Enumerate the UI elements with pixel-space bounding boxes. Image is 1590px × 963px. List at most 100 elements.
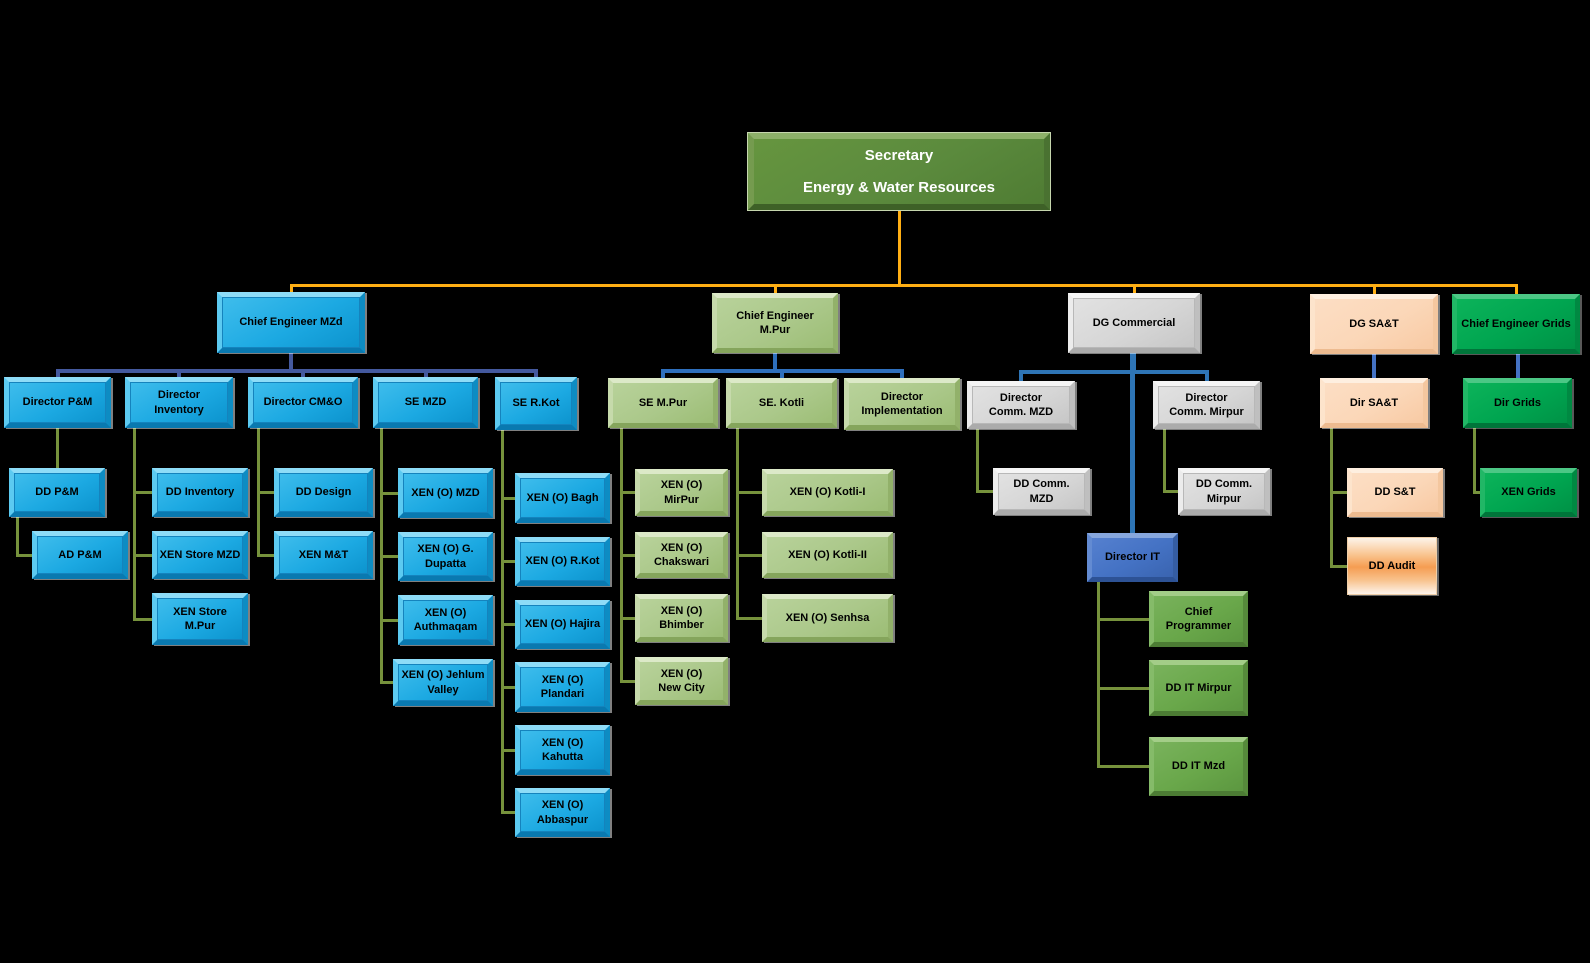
connector-line (1472, 428, 1476, 494)
connector-line (1372, 284, 1376, 294)
connector-line (500, 496, 515, 500)
node-xen-o-hajira: XEN (O) Hajira (515, 600, 610, 649)
node-dir-grids: Dir Grids (1463, 378, 1572, 428)
connector-line (55, 369, 538, 373)
node-xen-mt: XEN M&T (274, 531, 373, 579)
node-dd-it-mirpur: DD IT Mirpur (1149, 660, 1248, 716)
connector-line (1096, 617, 1149, 621)
connector-line (779, 369, 784, 378)
node-dd-it-mzd: DD IT Mzd (1149, 737, 1248, 796)
connector-line (619, 616, 635, 620)
connector-line (1019, 370, 1023, 381)
connector-line (423, 369, 428, 377)
node-dg-comm: DG Commercial (1068, 293, 1200, 353)
connector-line (500, 685, 515, 689)
node-xen-o-newcity: XEN (O) New City (635, 657, 728, 705)
node-xen-store-mpur: XEN Store M.Pur (152, 593, 248, 645)
connector-line (1329, 491, 1347, 494)
node-xen-o-gdupatta: XEN (O) G. Dupatta (398, 532, 493, 581)
node-xen-o-bagh: XEN (O) Bagh (515, 473, 610, 523)
connector-line (289, 284, 293, 292)
node-xen-o-chakswari: XEN (O) Chakswari (635, 532, 728, 578)
connector-line (500, 748, 515, 752)
node-xen-o-kahutta: XEN (O) Kahutta (515, 725, 610, 775)
connector-line (500, 430, 504, 814)
node-xen-o-plandari: XEN (O) Plandari (515, 662, 610, 712)
node-dir-cmo: Director CM&O (248, 377, 358, 428)
connector-line (735, 553, 762, 557)
node-dir-comm-mzd: Director Comm. MZD (967, 381, 1075, 429)
node-director-it: Director IT (1087, 533, 1178, 582)
connector-line (1019, 370, 1209, 374)
connector-line (1329, 564, 1347, 568)
node-dir-inv: Director Inventory (125, 377, 233, 428)
node-dir-comm-mirpur: Director Comm. Mirpur (1153, 381, 1260, 429)
node-dd-comm-mirpur: DD Comm. Mirpur (1178, 468, 1270, 515)
node-xen-store-mzd: XEN Store MZD (152, 531, 248, 579)
node-chief-prog: Chief Programmer (1149, 591, 1248, 647)
connector-line (1515, 354, 1520, 378)
node-xen-o-senhsa: XEN (O) Senhsa (762, 594, 893, 642)
node-xen-grids: XEN Grids (1480, 468, 1577, 517)
connector-line (735, 491, 762, 494)
connector-line (379, 681, 393, 684)
node-ce-grids: Chief Engineer Grids (1452, 294, 1580, 354)
connector-line (55, 369, 60, 377)
connector-line (975, 490, 993, 493)
connector-line (534, 369, 538, 377)
connector-line (619, 679, 635, 683)
connector-line (177, 369, 181, 377)
connector-line (735, 616, 762, 620)
node-xen-o-kotli2: XEN (O) Kotli-II (762, 532, 893, 578)
node-se-mpur: SE M.Pur (608, 378, 718, 428)
connector-line (1472, 491, 1480, 494)
connector-line (500, 560, 515, 563)
connector-line (132, 491, 152, 494)
connector-line (619, 491, 635, 494)
connector-line (500, 811, 515, 814)
connector-line (1162, 490, 1178, 493)
node-ce-mpur: Chief Engineer M.Pur (712, 293, 838, 353)
connector-line (1514, 284, 1518, 294)
node-dg-sat: DG SA&T (1310, 294, 1438, 354)
connector-line (897, 210, 901, 287)
connector-line (1096, 582, 1100, 768)
node-xen-o-authmaqam: XEN (O) Authmaqam (398, 595, 493, 645)
connector-line (1130, 353, 1135, 533)
connector-line (773, 353, 777, 373)
connector-line (1204, 370, 1209, 381)
connector-line (379, 491, 398, 495)
connector-line (1096, 686, 1149, 690)
node-xen-o-abbaspur: XEN (O) Abbaspur (515, 788, 610, 837)
connector-line (619, 553, 635, 557)
connector-line (379, 618, 398, 622)
connector-line (500, 623, 515, 626)
connector-line (379, 555, 398, 558)
node-xen-o-bhimber: XEN (O) Bhimber (635, 594, 728, 642)
node-dd-st: DD S&T (1347, 468, 1443, 517)
node-dir-impl: Director Implementation (844, 378, 960, 430)
node-ce-mzd: Chief Engineer MZd (217, 292, 365, 353)
node-dir-sat: Dir SA&T (1320, 378, 1428, 428)
connector-line (1096, 765, 1149, 768)
node-dd-comm-mzd: DD Comm. MZD (993, 468, 1090, 515)
node-dd-inv: DD Inventory (152, 468, 248, 517)
connector-line (735, 428, 739, 620)
connector-line (55, 428, 59, 468)
node-se-rkot: SE R.Kot (495, 377, 577, 430)
connector-line (132, 617, 152, 621)
connector-line (301, 369, 305, 377)
connector-line (256, 491, 274, 494)
node-dd-design: DD Design (274, 468, 373, 517)
connector-line (15, 517, 19, 557)
node-se-mzd: SE MZD (373, 377, 478, 428)
connector-line (1132, 284, 1136, 293)
connector-line (1372, 354, 1376, 378)
connector-line (15, 553, 32, 557)
connector-line (661, 369, 665, 378)
connector-line (975, 429, 979, 493)
node-xen-o-kotli1: XEN (O) Kotli-I (762, 469, 893, 516)
connector-line (132, 428, 136, 621)
connector-line (1162, 429, 1166, 493)
node-dd-pm: DD P&M (9, 468, 105, 517)
